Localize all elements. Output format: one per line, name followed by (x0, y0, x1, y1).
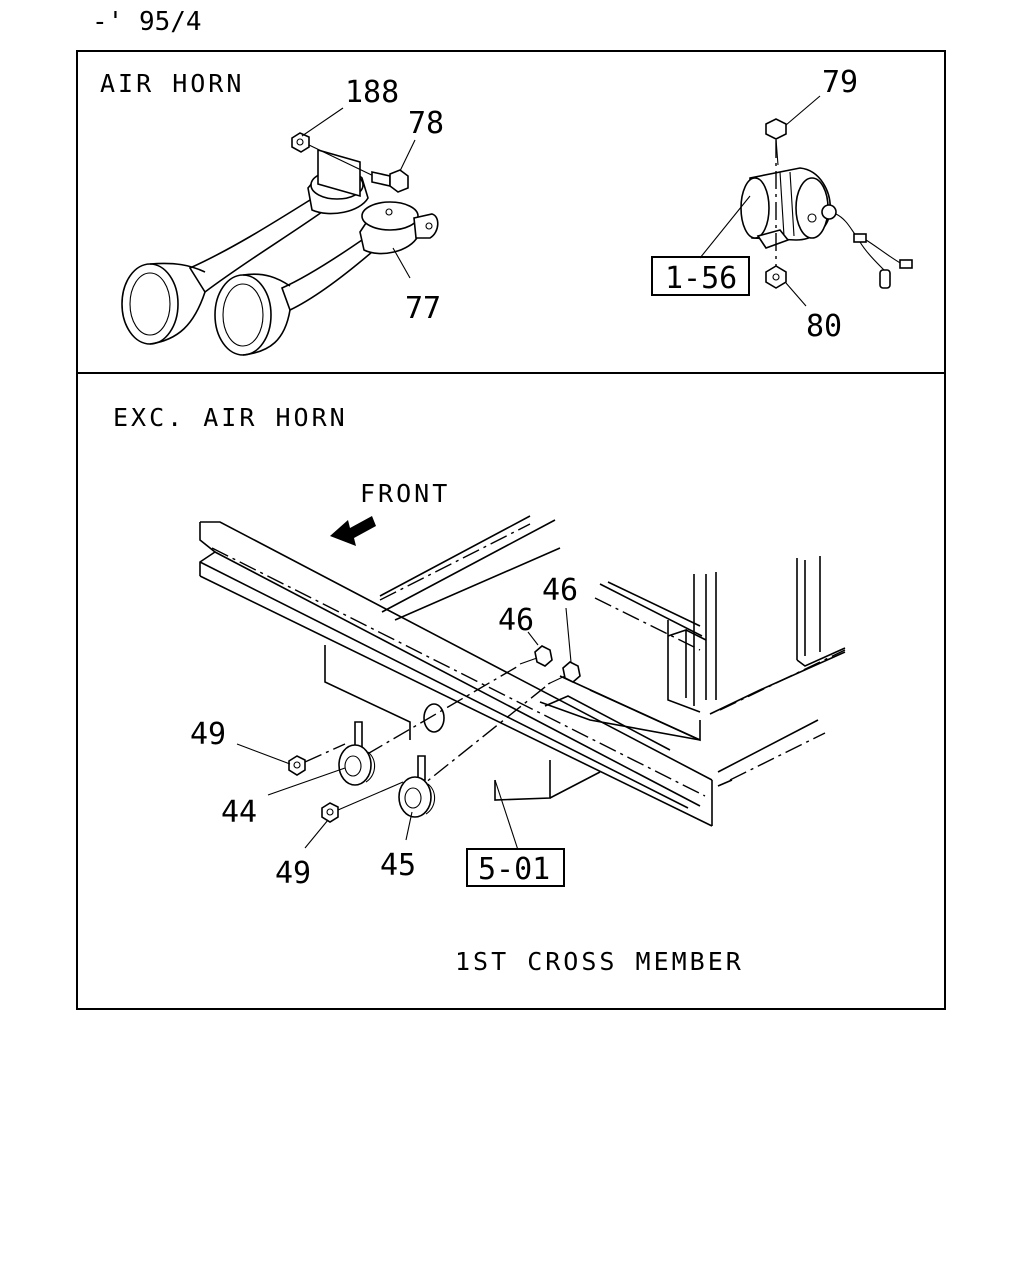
bolt-icon[interactable] (519, 645, 553, 667)
frame-rail (199, 521, 713, 827)
bolt-icon[interactable] (371, 169, 409, 193)
front-arrow-icon (330, 516, 376, 546)
exc-air-horn-title: EXC. AIR HORN (113, 403, 348, 432)
callout-49-lower: 49 (275, 856, 311, 891)
model-year-note: -' 95/4 (92, 7, 202, 37)
callout-45: 45 (380, 848, 416, 883)
callout-77: 77 (405, 291, 441, 326)
ref-box-5-01-label: 5-01 (478, 852, 550, 887)
nut-icon[interactable] (765, 265, 787, 289)
ref-box-5-01[interactable] (466, 848, 565, 887)
panel-air-horn: AIR HORN (100, 65, 913, 356)
nut-icon[interactable] (321, 802, 339, 823)
nut-icon[interactable] (291, 132, 310, 153)
callout-46-left: 46 (498, 603, 534, 638)
air-horn-title: AIR HORN (100, 69, 244, 98)
bolt-icon[interactable] (547, 661, 581, 685)
cross-member-caption: 1ST CROSS MEMBER (455, 947, 744, 976)
callout-46-right: 46 (542, 573, 578, 608)
nut-icon[interactable] (288, 755, 306, 776)
callout-78: 78 (408, 106, 444, 141)
callout-80: 80 (806, 309, 842, 344)
horn-icon[interactable] (338, 721, 376, 786)
callout-49-upper: 49 (190, 717, 226, 752)
front-label: FRONT (360, 479, 450, 508)
callout-79: 79 (822, 65, 858, 100)
panel-exc-air-horn: EXC. AIR HORN FRONT (113, 403, 846, 976)
frame-bracket (594, 556, 846, 715)
ref-box-1-56-label: 1-56 (665, 261, 737, 296)
callout-44: 44 (221, 795, 257, 830)
ref-box-1-56[interactable] (651, 256, 750, 296)
cross-member (379, 515, 846, 787)
callout-188: 188 (345, 75, 399, 110)
compressor-valve-icon[interactable] (740, 167, 913, 289)
air-horn-icon[interactable] (121, 148, 439, 356)
horn-icon[interactable] (398, 755, 436, 818)
diagram-frame (76, 50, 946, 1010)
horn-bracket-plate (324, 645, 701, 801)
